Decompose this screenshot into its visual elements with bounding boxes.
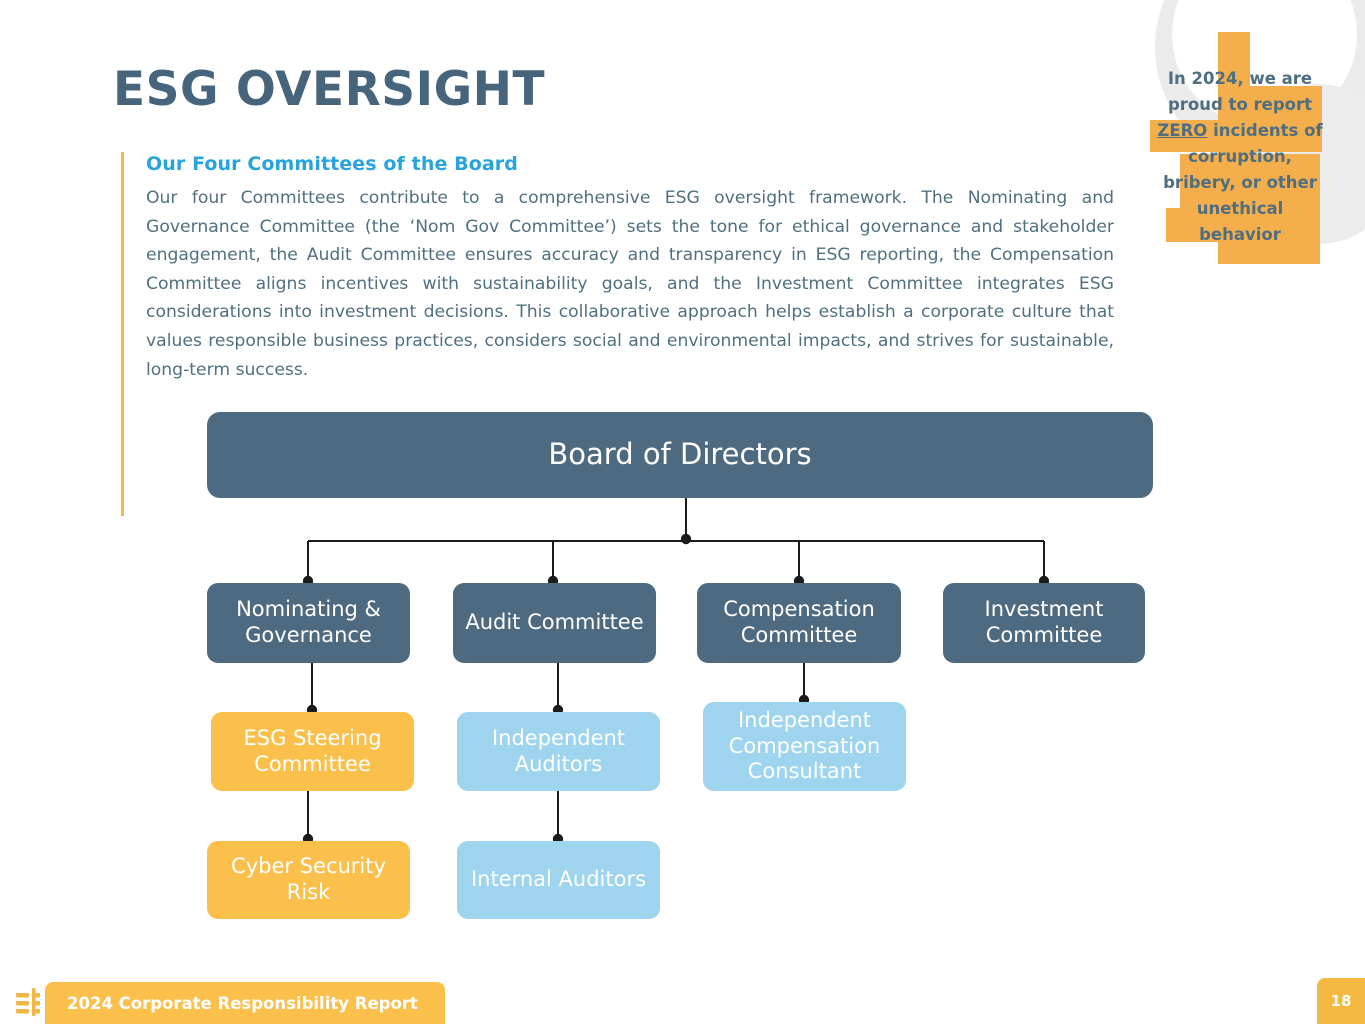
intro-body-text: Our four Committees contribute to a comp…: [146, 188, 1114, 380]
callout-bar-5: [1166, 208, 1320, 242]
org-node-board-of-directors[interactable]: Board of Directors: [207, 412, 1153, 498]
callout-line-5: bribery, or other: [1163, 173, 1317, 192]
callout-line-4: corruption,: [1188, 147, 1292, 166]
footer-report-label: 2024 Corporate Responsibility Report: [67, 993, 418, 1013]
org-node-audit-committee[interactable]: Audit Committee: [453, 583, 656, 663]
intro-heading: Our Four Committees of the Board: [146, 153, 518, 175]
callout-line-6: unethical: [1196, 199, 1284, 218]
org-node-investment-committee[interactable]: Investment Committee: [943, 583, 1145, 663]
callout-zero-emphasis: ZERO: [1157, 121, 1208, 140]
org-node-esg-steering-committee[interactable]: ESG Steering Committee: [211, 712, 414, 791]
company-logo-icon: [16, 988, 40, 1016]
org-node-cyber-security-risk[interactable]: Cyber Security Risk: [207, 841, 410, 919]
callout-line-3-rest: incidents of: [1207, 121, 1323, 140]
org-node-compensation-committee[interactable]: Compensation Committee: [697, 583, 901, 663]
callout-line-1: In 2024, we are: [1167, 69, 1313, 88]
footer-report-pill: 2024 Corporate Responsibility Report: [45, 982, 445, 1024]
callout-bar-2: [1218, 86, 1322, 120]
zero-incidents-callout: In 2024, we are proud to report ZERO inc…: [1140, 18, 1340, 288]
callout-text: In 2024, we are proud to report ZERO inc…: [1140, 66, 1340, 248]
callout-bar-4: [1180, 154, 1320, 208]
callout-bar-6: [1218, 242, 1320, 264]
intro-accent-rule: [121, 152, 124, 516]
page-number-badge: 18: [1317, 978, 1365, 1024]
org-node-independent-auditors[interactable]: Independent Auditors: [457, 712, 660, 791]
page-title: ESG OVERSIGHT: [113, 62, 546, 117]
callout-bar-3: [1150, 120, 1322, 152]
callout-line-2: proud to report: [1167, 95, 1313, 114]
callout-line-7: behavior: [1199, 225, 1281, 244]
org-node-independent-compensation-consultant[interactable]: Independent Compensation Consultant: [703, 702, 906, 791]
org-node-nominating-governance[interactable]: Nominating & Governance: [207, 583, 410, 663]
org-node-internal-auditors[interactable]: Internal Auditors: [457, 841, 660, 919]
